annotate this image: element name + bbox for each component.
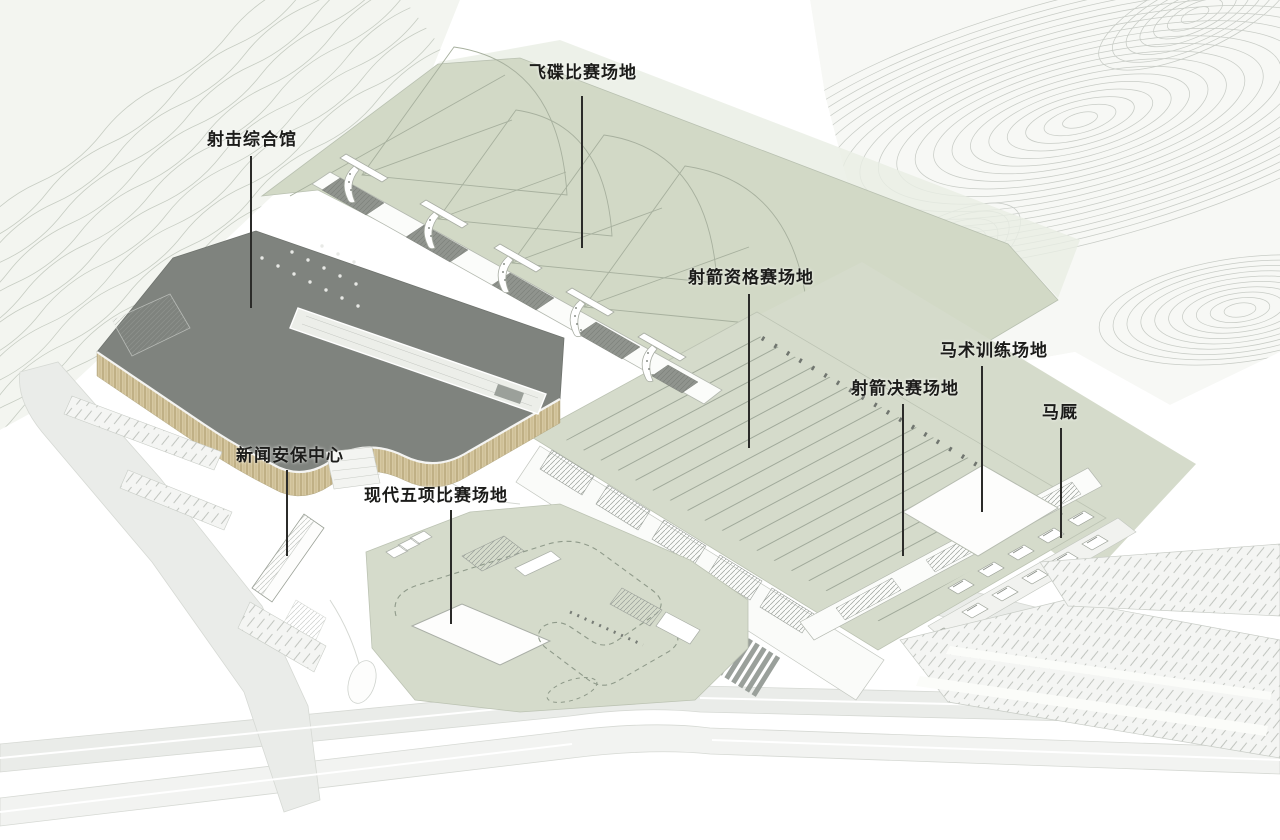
leader-line-shooting-hall xyxy=(250,156,252,308)
label-modern-pentathlon-venue: 现代五项比赛场地 xyxy=(364,486,508,505)
roof-fascia xyxy=(96,351,561,474)
leader-line-news-security xyxy=(286,470,288,556)
roof-lights xyxy=(260,244,360,308)
leader-line-modern-pentathlon xyxy=(450,510,452,624)
label-archery-finals: 射箭决赛场地 xyxy=(851,379,959,398)
label-equestrian-training: 马术训练场地 xyxy=(940,341,1048,360)
running-track xyxy=(394,540,679,686)
leader-line-trap-shooting xyxy=(581,96,583,248)
leader-line-archery-finals xyxy=(902,404,904,556)
pentathlon-arena xyxy=(410,603,552,666)
range-strip-building xyxy=(311,171,723,405)
label-trap-shooting-venue: 飞碟比赛场地 xyxy=(529,63,637,82)
news-security-center-building xyxy=(251,513,327,645)
label-archery-qualification: 射箭资格赛场地 xyxy=(688,268,814,287)
leader-line-archery-qualification xyxy=(748,294,750,448)
leader-line-stables xyxy=(1060,428,1062,538)
label-shooting-hall: 射击综合馆 xyxy=(207,130,297,149)
label-stables: 马厩 xyxy=(1042,403,1078,422)
roof-courtyard xyxy=(289,307,547,415)
roof-skylight-patch xyxy=(111,293,191,357)
shooting-hall-building xyxy=(96,230,565,497)
entrance-steps xyxy=(325,446,381,490)
modern-pentathlon-field xyxy=(365,503,749,713)
equestrian-training-arena xyxy=(902,464,1059,557)
leader-line-equestrian-training xyxy=(981,366,983,512)
parking-lots xyxy=(63,395,1280,759)
label-news-security-center: 新闻安保中心 xyxy=(236,446,344,465)
equestrian-field-green xyxy=(757,262,1196,580)
